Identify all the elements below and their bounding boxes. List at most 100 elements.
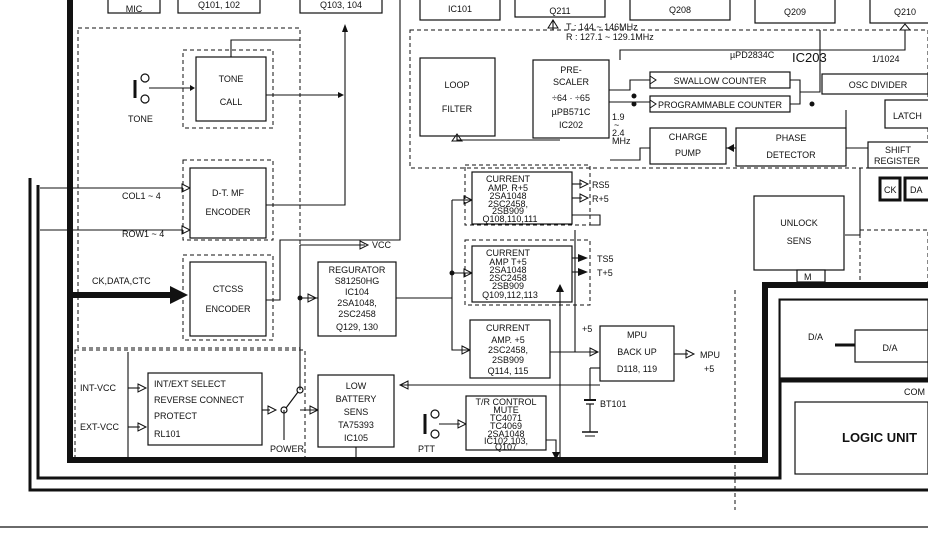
svg-text:BATTERY: BATTERY xyxy=(336,394,377,404)
svg-text:D/A: D/A xyxy=(882,343,897,353)
power-section: VCC REGURATOR S81250HG IC104 2SA1048, 2S… xyxy=(297,171,720,460)
q103-label: Q103, 104 xyxy=(320,0,362,10)
ts5-label: TS5 xyxy=(597,254,614,264)
svg-text:REGURATOR: REGURATOR xyxy=(329,265,386,275)
bt101-label: BT101 xyxy=(600,399,627,409)
mpu5-label-line1: MPU xyxy=(700,350,720,360)
da-left-label: D/A xyxy=(808,332,823,342)
regurator-block xyxy=(317,261,397,337)
svg-text:SHIFT: SHIFT xyxy=(885,145,912,155)
pll-section: LOOP FILTER PRE- SCALER ÷64 · ÷65 µPB571… xyxy=(419,19,928,283)
svg-text:2SB909: 2SB909 xyxy=(492,281,524,291)
svg-text:LOOP: LOOP xyxy=(444,80,469,90)
latch-label: LATCH xyxy=(893,111,922,121)
plus5-label: +5 xyxy=(582,324,592,334)
svg-text:D118, 119: D118, 119 xyxy=(617,364,657,374)
svg-text:CALL: CALL xyxy=(220,97,243,107)
svg-text:1.9: 1.9 xyxy=(612,112,625,122)
svg-text:AMP. +5: AMP. +5 xyxy=(491,335,525,345)
da-block xyxy=(854,329,928,363)
svg-text:CURRENT: CURRENT xyxy=(486,323,531,333)
phase-detector-block xyxy=(735,127,847,167)
ptt-label: PTT xyxy=(418,444,436,454)
svg-text:DETECTOR: DETECTOR xyxy=(766,150,816,160)
svg-text:SENS: SENS xyxy=(344,407,369,417)
low-battery-sens-block xyxy=(317,374,395,448)
ic203-label: IC203 xyxy=(792,50,827,65)
encoder-column: TONE TONE CALL COL1 ~ 4 ROW1 ~ 4 D-T. MF… xyxy=(40,0,401,337)
charge-pump-block xyxy=(649,127,727,165)
svg-text:2SC2458: 2SC2458 xyxy=(338,309,376,319)
r5-label: R+5 xyxy=(592,194,609,204)
svg-text:TC4069: TC4069 xyxy=(490,421,522,431)
tone-call-block xyxy=(195,56,267,122)
svg-text:BACK UP: BACK UP xyxy=(617,347,657,357)
svg-text:SENS: SENS xyxy=(787,236,812,246)
svg-text:CHARGE: CHARGE xyxy=(669,132,708,142)
svg-text:MPU: MPU xyxy=(627,330,647,340)
svg-text:PRE-: PRE- xyxy=(560,65,582,75)
svg-text:PROTECT: PROTECT xyxy=(154,411,198,421)
svg-text:IC105: IC105 xyxy=(344,433,368,443)
mpu-backup-block xyxy=(599,325,675,382)
prescaler-block xyxy=(532,59,610,139)
svg-text:Q107: Q107 xyxy=(495,442,517,452)
svg-text:AMP. R+5: AMP. R+5 xyxy=(488,183,528,193)
ext-vcc-label: EXT-VCC xyxy=(80,422,120,432)
svg-text:2SA1048: 2SA1048 xyxy=(487,429,524,439)
tone-switch-label: TONE xyxy=(128,114,153,124)
svg-text:2SA1048: 2SA1048 xyxy=(489,265,526,275)
dashed-groups xyxy=(74,27,928,459)
svg-text:TONE: TONE xyxy=(219,74,244,84)
svg-text:÷64 · ÷65: ÷64 · ÷65 xyxy=(552,93,590,103)
svg-text:CK: CK xyxy=(884,185,897,195)
ctcss-encoder-block xyxy=(189,261,267,337)
tx-freq-label: T : 144 ~ 146MHz xyxy=(566,22,638,32)
svg-text:DA: DA xyxy=(910,185,923,195)
svg-text:TC4071: TC4071 xyxy=(490,413,522,423)
ck-data-ctc-label: CK,DATA,CTC xyxy=(92,276,151,286)
svg-text:PUMP: PUMP xyxy=(675,148,701,158)
amp-t5-block xyxy=(471,245,573,303)
svg-text:Q109,112,113: Q109,112,113 xyxy=(482,290,538,300)
dtmf-encoder-block xyxy=(189,167,267,239)
vcc-label: VCC xyxy=(372,240,392,250)
div1024-label: 1/1024 xyxy=(872,54,900,64)
svg-text:OSC DIVIDER: OSC DIVIDER xyxy=(849,80,908,90)
upd2834-label: µPD2834C xyxy=(730,50,775,60)
power-label: POWER xyxy=(270,444,305,454)
logic-unit-section: D/A D/A COM LOGIC UNIT xyxy=(779,299,928,475)
q208-label: Q208 xyxy=(669,5,691,15)
svg-text:LOGIC UNIT: LOGIC UNIT xyxy=(842,430,917,445)
svg-text:CURRENT: CURRENT xyxy=(486,248,531,258)
svg-text:T/R CONTROL: T/R CONTROL xyxy=(475,397,536,407)
svg-text:LOW: LOW xyxy=(346,381,367,391)
svg-text:2SA1048,: 2SA1048, xyxy=(337,298,377,308)
svg-text:Q114, 115: Q114, 115 xyxy=(488,366,529,376)
svg-text:2SC2458,: 2SC2458, xyxy=(488,345,528,355)
svg-text:2SA1048: 2SA1048 xyxy=(489,191,526,201)
svg-text:FILTER: FILTER xyxy=(442,104,473,114)
mpu5-label-line2: +5 xyxy=(704,364,714,374)
svg-text:REVERSE CONNECT: REVERSE CONNECT xyxy=(154,395,245,405)
svg-text:Q108,110,111: Q108,110,111 xyxy=(482,214,537,224)
q210-label: Q210 xyxy=(894,7,916,17)
top-partial-blocks: MIC Q101, 102 Q103, 104 IC101 Q211 Q208 … xyxy=(107,0,928,65)
row-label: ROW1 ~ 4 xyxy=(122,229,164,239)
svg-text:UNLOCK: UNLOCK xyxy=(780,218,818,228)
logic-unit-block xyxy=(794,401,928,475)
svg-text:2SC2458,: 2SC2458, xyxy=(488,199,528,209)
q211-label: Q211 xyxy=(549,6,570,16)
svg-text:2SB909: 2SB909 xyxy=(492,206,524,216)
svg-text:INT/EXT SELECT: INT/EXT SELECT xyxy=(154,379,226,389)
svg-text:M: M xyxy=(804,272,812,282)
osc-divider-block xyxy=(821,73,928,95)
svg-text:IC102,103,: IC102,103, xyxy=(484,436,528,446)
unlock-sens-block xyxy=(753,195,845,271)
com-label: COM xyxy=(904,387,925,397)
tr-control-block xyxy=(465,395,547,451)
int-ext-select-block xyxy=(147,372,263,446)
svg-text:PROGRAMMABLE COUNTER: PROGRAMMABLE COUNTER xyxy=(658,100,783,110)
svg-text:REGISTER: REGISTER xyxy=(874,156,921,166)
